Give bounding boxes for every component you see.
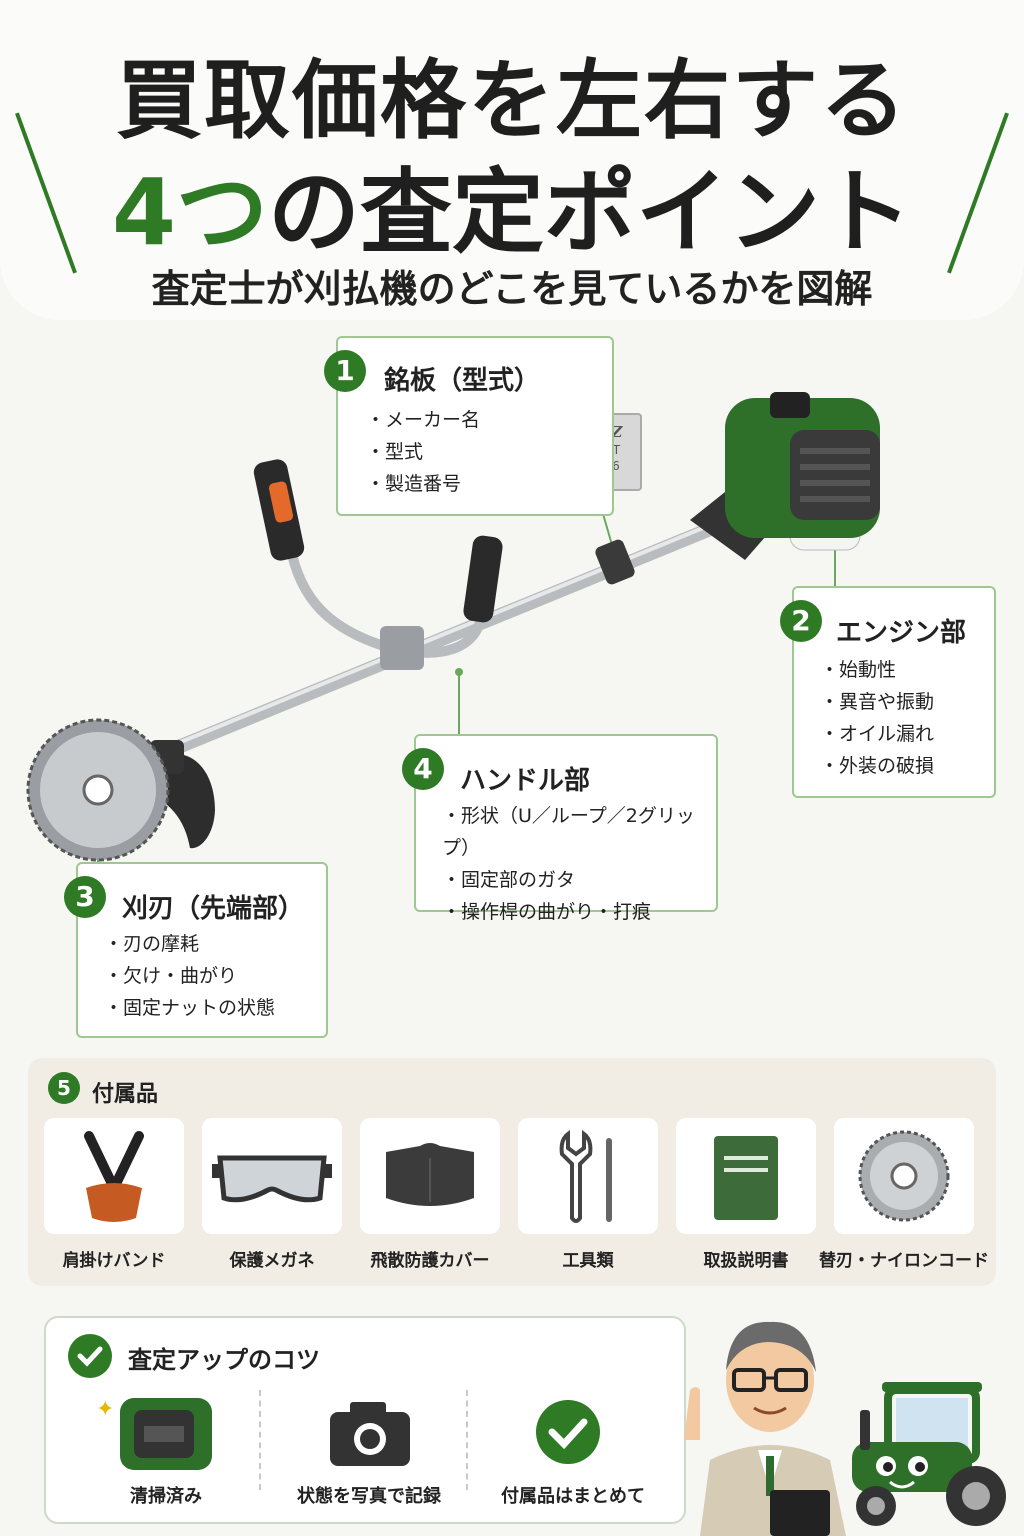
header — [0, 0, 1024, 320]
point-title-1: 銘板（型式） — [384, 366, 541, 396]
point-title-2: エンジン部 — [836, 618, 967, 648]
accessory-tile-manual — [676, 1118, 816, 1234]
blade-icon — [858, 1130, 950, 1222]
accessory-label-manual: 取扱説明書 — [703, 1251, 789, 1271]
point-number-4: 4 — [402, 748, 444, 790]
wrench-icon — [559, 1129, 612, 1223]
list-item: 固定ナットの状態 — [104, 992, 275, 1024]
check-icon — [536, 1400, 600, 1464]
list-item: 外装の破損 — [820, 750, 934, 782]
accessories-number: 5 — [48, 1072, 80, 1104]
appraiser-illustration — [684, 1321, 846, 1536]
tips-check-icon — [68, 1334, 112, 1378]
title-line-2: 4つの査定ポイント — [0, 138, 1024, 271]
list-item: 操作桿の曲がり・打痕 — [442, 896, 716, 928]
point-list-2: 始動性 異音や振動 オイル漏れ 外装の破損 — [820, 654, 934, 782]
guard-cover-icon — [386, 1143, 474, 1206]
accessory-label-tools: 工具類 — [562, 1251, 614, 1271]
list-item: 形状（U／ループ／2グリップ） — [442, 800, 716, 864]
list-item: 刃の摩耗 — [104, 928, 275, 960]
tip-label-clean: 清掃済み — [130, 1486, 202, 1507]
point-card-3: 3 刈刃（先端部） 刃の摩耗 欠け・曲がり 固定ナットの状態 — [64, 862, 328, 1038]
point-number-3: 3 — [64, 876, 106, 918]
point-list-4: 形状（U／ループ／2グリップ） 固定部のガタ 操作桿の曲がり・打痕 — [442, 800, 716, 928]
tips-title: 査定アップのコツ — [128, 1346, 320, 1374]
clean-engine-icon: ✦ — [96, 1397, 212, 1470]
accessories-panel: 5 付属品 肩掛けバンド 保護メガネ 飛散防護カバー 工具類 — [28, 1058, 996, 1286]
tip-label-photo: 状態を写真で記録 — [297, 1486, 441, 1507]
brush-cutter-illustration — [26, 392, 880, 862]
tips-panel: 査定アップのコツ ✦ 清掃済み 状態を写真で記録 付属品はまとめて — [44, 1316, 686, 1524]
tractor-mascot — [852, 1382, 1006, 1526]
accessory-tile-goggles — [202, 1118, 342, 1234]
manual-icon — [714, 1136, 778, 1220]
accessory-label-goggles: 保護メガネ — [229, 1251, 315, 1271]
point-title-3: 刈刃（先端部） — [122, 894, 305, 924]
harness-icon — [84, 1131, 144, 1222]
accessory-label-harness: 肩掛けバンド — [62, 1251, 166, 1271]
subtitle: 査定士が刈払機のどこを見ているかを図解 — [151, 267, 873, 311]
point-title-4: ハンドル部 — [460, 766, 591, 796]
accessory-label-cover: 飛散防護カバー — [370, 1251, 490, 1271]
point-list-1: メーカー名 型式 製造番号 — [366, 404, 480, 500]
accessory-tile-blade — [834, 1118, 974, 1234]
tip-photo: 状態を写真で記録 — [274, 1390, 464, 1510]
title-line-1: 買取価格を左右する — [116, 51, 908, 151]
list-item: オイル漏れ — [820, 718, 934, 750]
point-number-1: 1 — [324, 350, 366, 392]
camera-icon — [330, 1402, 410, 1466]
tip-label-accessories: 付属品はまとめて — [501, 1486, 645, 1507]
goggles-icon — [212, 1155, 332, 1203]
list-item: 製造番号 — [366, 468, 480, 500]
tip-separator — [259, 1390, 261, 1490]
list-item: 型式 — [366, 436, 480, 468]
svg-text:✦: ✦ — [96, 1397, 114, 1422]
accessory-tile-harness — [44, 1118, 184, 1234]
point-number-2: 2 — [780, 600, 822, 642]
accessory-label-blade: 替刃・ナイロンコード — [819, 1251, 989, 1271]
point-list-3: 刃の摩耗 欠け・曲がり 固定ナットの状態 — [104, 928, 275, 1024]
point-card-2: 2 エンジン部 始動性 異音や振動 オイル漏れ 外装の破損 — [780, 586, 996, 798]
list-item: 固定部のガタ — [442, 864, 716, 896]
list-item: 異音や振動 — [820, 686, 934, 718]
list-item: 欠け・曲がり — [104, 960, 275, 992]
point-card-1: 1 銘板（型式） メーカー名 型式 製造番号 — [324, 336, 614, 516]
accessories-title: 付属品 — [92, 1082, 159, 1107]
tip-accessories: 付属品はまとめて — [478, 1390, 668, 1510]
title-accent: 4つ — [111, 159, 268, 266]
point-card-4: 4 ハンドル部 形状（U／ループ／2グリップ） 固定部のガタ 操作桿の曲がり・打… — [402, 734, 718, 923]
list-item: 始動性 — [820, 654, 934, 686]
tip-clean: ✦ 清掃済み — [90, 1390, 270, 1510]
accessory-tile-tools — [518, 1118, 658, 1234]
list-item: メーカー名 — [366, 404, 480, 436]
tip-separator — [466, 1390, 468, 1490]
title-rest: の査定ポイント — [268, 159, 913, 266]
accessory-tile-cover — [360, 1118, 500, 1234]
